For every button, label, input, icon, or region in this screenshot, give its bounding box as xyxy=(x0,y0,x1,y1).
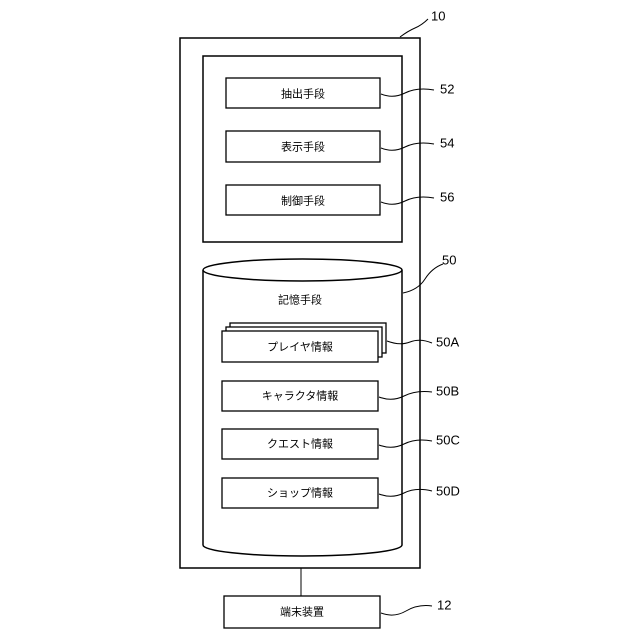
player-info-label: プレイヤ情報 xyxy=(267,341,333,354)
module-label-display: 表示手段 xyxy=(281,140,325,154)
storage-cylinder-top xyxy=(203,259,402,281)
module-ref-display: 54 xyxy=(440,136,454,151)
terminal-ref: 12 xyxy=(437,598,451,613)
module-label-control: 制御手段 xyxy=(281,194,325,208)
module-label-extraction: 抽出手段 xyxy=(281,87,325,101)
quest-info-ref: 50C xyxy=(436,433,460,448)
shop-info-ref: 50D xyxy=(436,484,460,499)
character-info-ref: 50B xyxy=(436,384,459,399)
character-info-label: キャラクタ情報 xyxy=(262,390,339,403)
quest-info-label: クエスト情報 xyxy=(267,438,333,451)
storage-label: 記憶手段 xyxy=(278,293,322,307)
module-ref-extraction: 52 xyxy=(440,82,454,97)
server-ref: 10 xyxy=(431,9,445,24)
terminal-leader xyxy=(381,606,432,616)
terminal-label: 端末装置 xyxy=(280,605,324,619)
shop-info-label: ショップ情報 xyxy=(267,487,333,500)
server-leader-line xyxy=(400,19,428,37)
storage-ref: 50 xyxy=(442,253,456,268)
player-info-ref: 50A xyxy=(436,335,459,350)
module-ref-control: 56 xyxy=(440,190,454,205)
storage-cylinder-body xyxy=(203,270,402,556)
